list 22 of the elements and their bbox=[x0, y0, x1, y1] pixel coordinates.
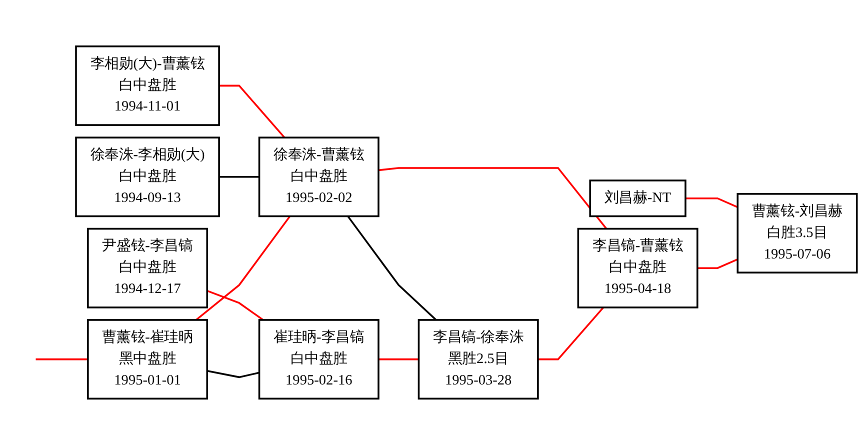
node-box: 李相勋(大)-曹薰铉 白中盘胜 1994-11-01 bbox=[75, 45, 220, 126]
connector bbox=[538, 306, 604, 360]
connector bbox=[219, 176, 260, 178]
connector bbox=[347, 216, 437, 321]
node-box: 崔珪昞-李昌镐 白中盘胜 1995-02-16 bbox=[258, 319, 380, 400]
node-box: 曹薰铉-刘昌赫 白胜3.5目 1995-07-06 bbox=[736, 193, 858, 274]
node-box: 徐奉洙-李相勋(大) 白中盘胜 1994-09-13 bbox=[75, 136, 220, 218]
node-box: 徐奉洙-曹薰铉 白中盘胜 1995-02-02 bbox=[258, 136, 380, 218]
connector bbox=[378, 358, 419, 360]
connector bbox=[685, 197, 738, 208]
connector bbox=[206, 290, 264, 321]
node-box: 李昌镐-徐奉洙 黑胜2.5目 1995-03-28 bbox=[418, 319, 539, 400]
connector bbox=[36, 358, 88, 360]
node-box: 刘昌赫-NT bbox=[589, 180, 686, 218]
node-box: 尹盛铉-李昌镐 白中盘胜 1994-12-17 bbox=[87, 228, 208, 308]
connector bbox=[219, 84, 286, 138]
connector bbox=[206, 370, 260, 378]
connector bbox=[196, 216, 291, 321]
node-box: 曹薰铉-崔珪昞 黑中盘胜 1995-01-01 bbox=[87, 319, 208, 400]
connector bbox=[697, 258, 738, 269]
node-box: 李昌镐-曹薰铉 白中盘胜 1995-04-18 bbox=[577, 228, 698, 308]
connector bbox=[378, 167, 608, 230]
